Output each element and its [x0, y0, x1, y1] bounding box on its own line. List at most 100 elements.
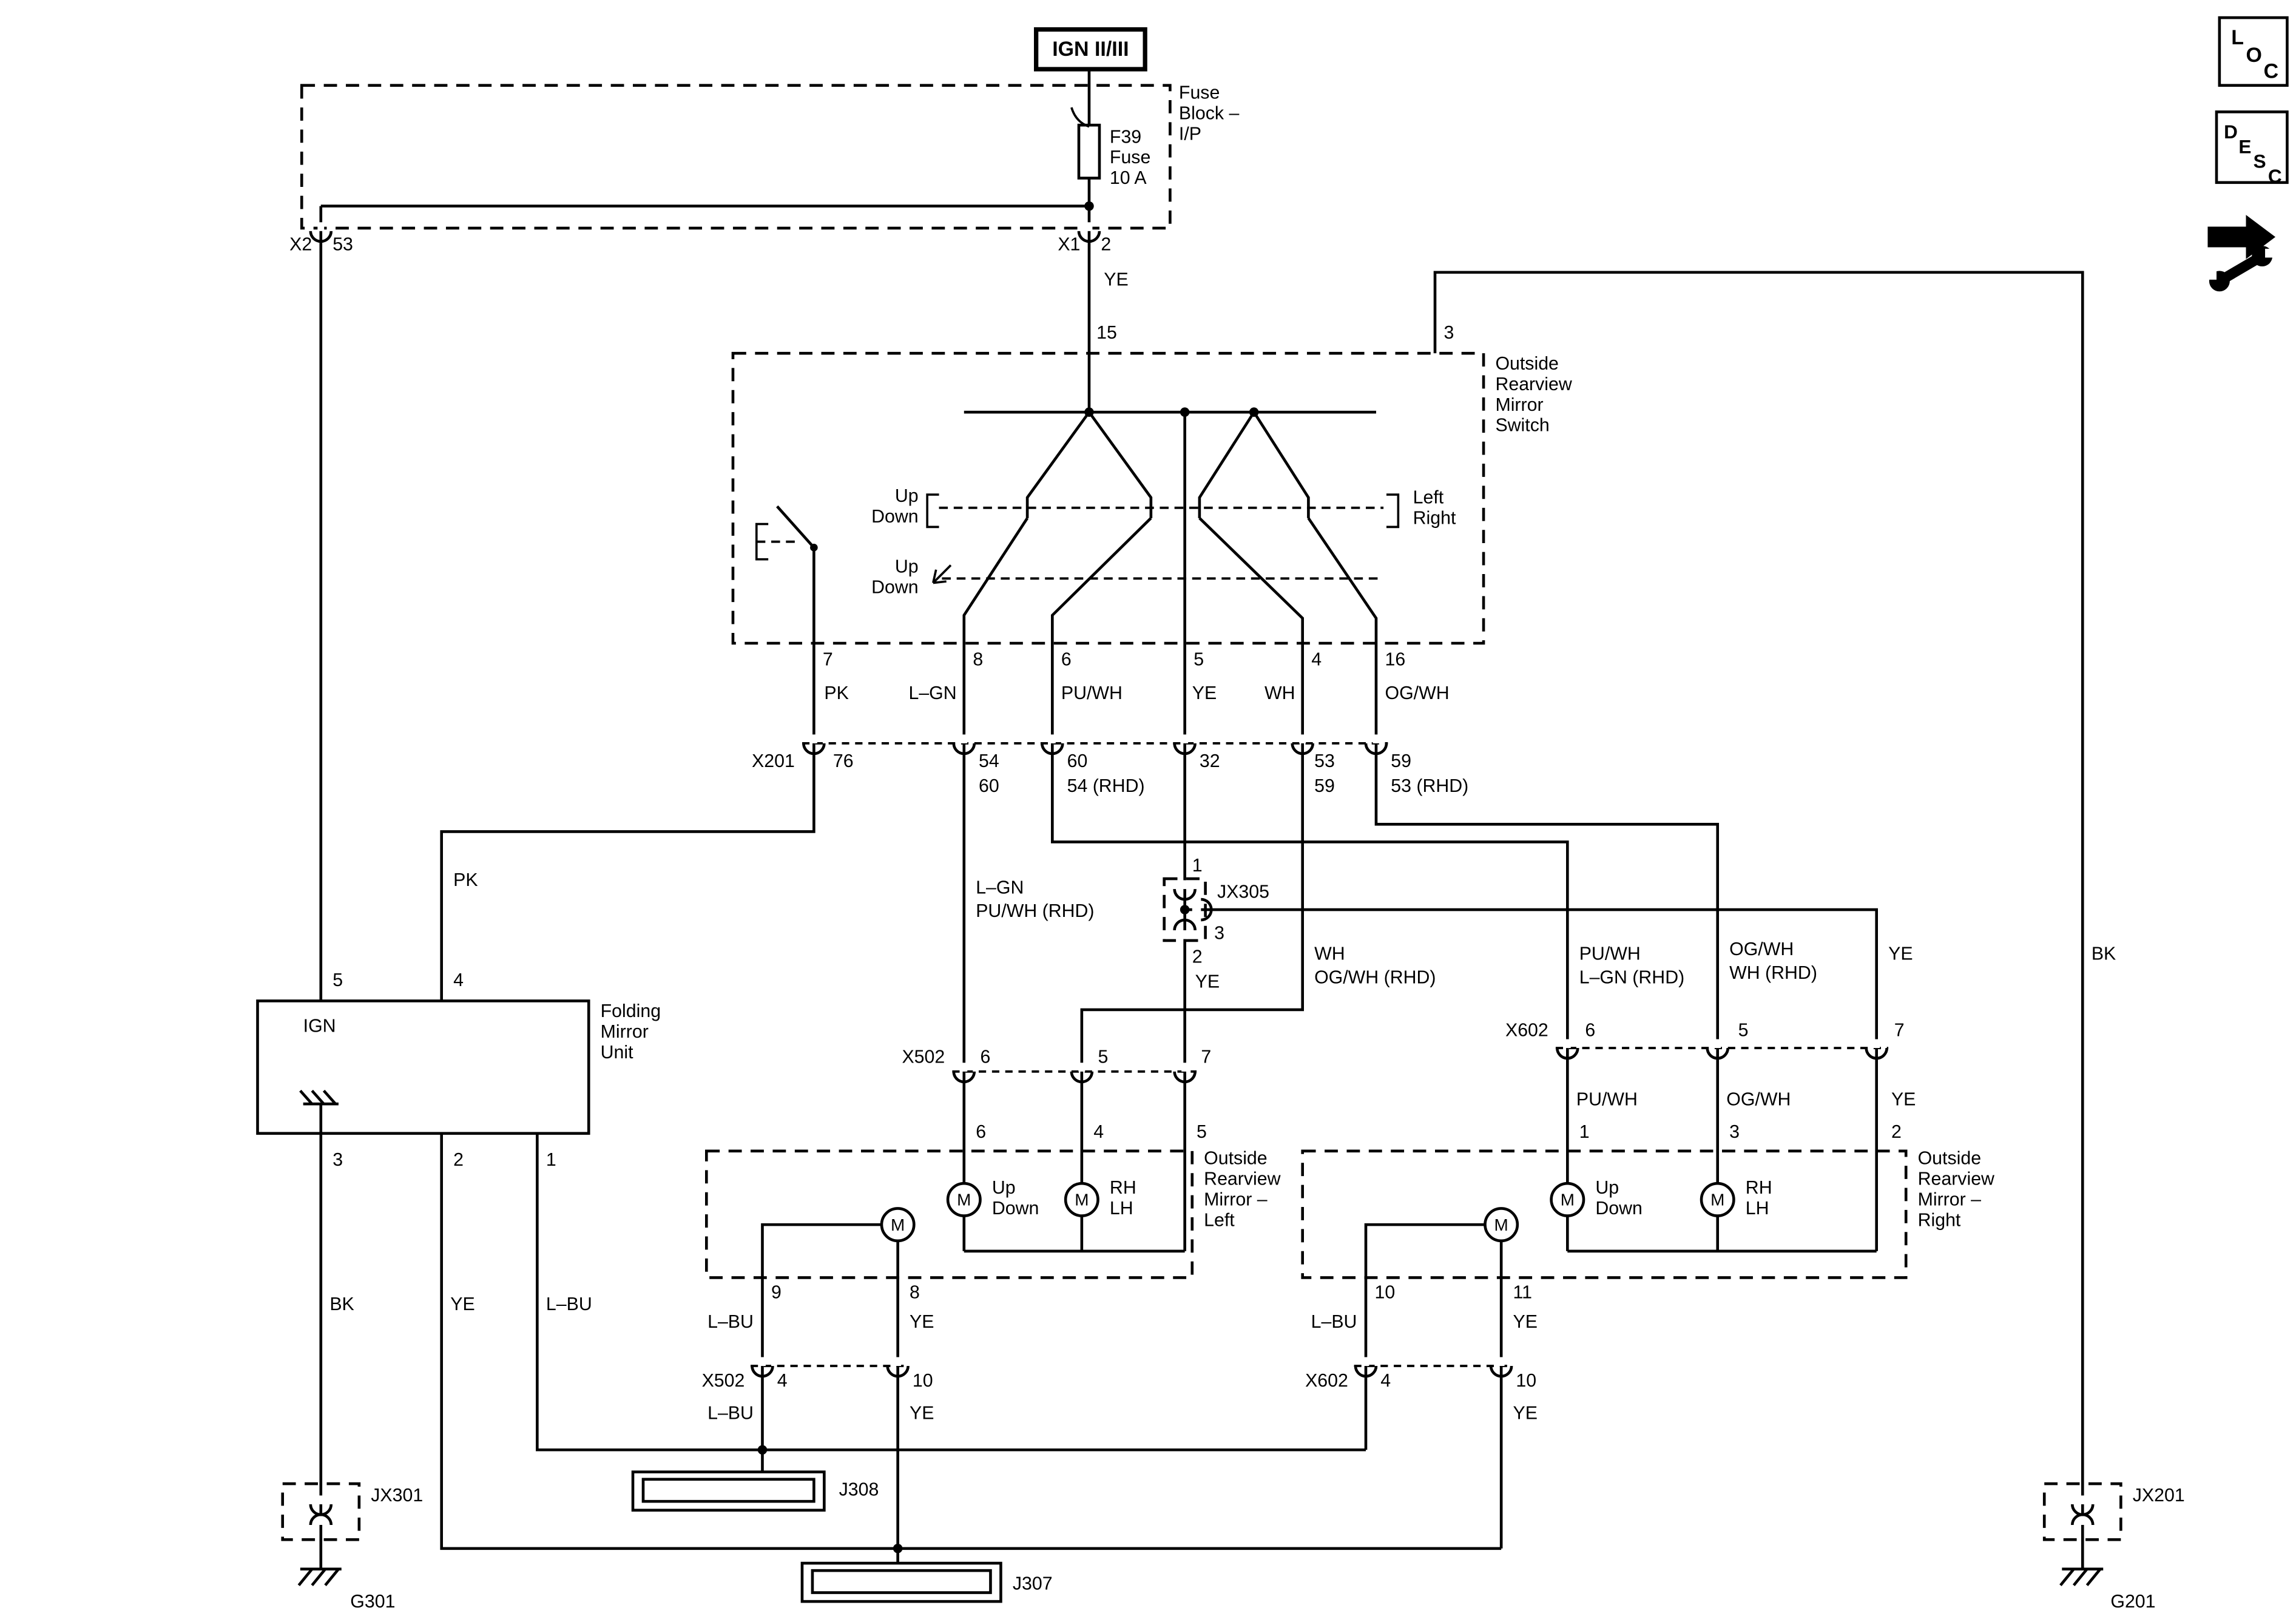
- motor-rhlh-label-2: LH: [1746, 1198, 1769, 1218]
- coupler2-up: Up: [895, 557, 919, 577]
- wire-color-lbu-ml2: L–BU: [707, 1403, 754, 1423]
- wire-color-pk: PK: [824, 683, 848, 703]
- wire-ye-branch-right: [1184, 908, 1878, 1049]
- connector-x502-symbol: [1070, 1071, 1094, 1084]
- mirror-left-title-4: Left: [1204, 1211, 1235, 1231]
- junction-dot: [1084, 201, 1094, 211]
- mirror-right-title-2: Rearview: [1918, 1169, 1994, 1189]
- jx305-pin2-symbol: [1173, 918, 1197, 931]
- connector-x1-label: X1: [1058, 234, 1080, 254]
- wire-color-lgn-2b: PU/WH (RHD): [976, 901, 1094, 921]
- coupler2-down: Down: [871, 578, 919, 598]
- mirror-right-pin-10: 10: [1375, 1282, 1396, 1302]
- switch-contact-arm: [1307, 517, 1378, 644]
- mirror-right-pin-1: 1: [1579, 1122, 1590, 1142]
- junction-jx301-label: JX301: [371, 1485, 423, 1506]
- connector-x2-pin: 53: [333, 234, 353, 254]
- jx305-pin1-symbol: [1173, 888, 1197, 901]
- motor-symbol: M: [1075, 1191, 1089, 1209]
- x602-pin-6: 6: [1585, 1021, 1595, 1041]
- switch-contact-leg: [1088, 411, 1153, 518]
- motor-rhlh-right: [1700, 1181, 1735, 1217]
- x201-pin-59: 59: [1391, 751, 1411, 771]
- loc-box[interactable]: [2218, 16, 2289, 87]
- junction-dot: [757, 1445, 768, 1455]
- wire-fmu-ye: [440, 1133, 1502, 1550]
- loc-letter: L: [2231, 26, 2244, 49]
- mirror-right-pin-2: 2: [1891, 1122, 1902, 1142]
- desc-letter: D: [2224, 121, 2238, 143]
- connector-x602b-symbol: [1489, 1365, 1513, 1378]
- connector-x502-label: X502: [902, 1047, 945, 1067]
- coupler-bracket: [926, 493, 939, 529]
- wire-bk-ground-branch: [1433, 271, 2084, 1569]
- wire-color-ogwh-2b: WH (RHD): [1729, 963, 1817, 983]
- wire-color-puwh-mr: PU/WH: [1576, 1090, 1638, 1110]
- fmu-pin-3: 3: [333, 1150, 343, 1170]
- splice-j308-box: [631, 1470, 826, 1512]
- switch-contact-leg: [1252, 411, 1310, 518]
- connector-x201-symbol: [952, 743, 976, 755]
- motor-symbol: M: [1561, 1191, 1575, 1209]
- wire-color-bk: BK: [329, 1294, 354, 1314]
- wire-color-puwh-2b: L–GN (RHD): [1579, 967, 1684, 987]
- connector-x502b-label: X502: [702, 1371, 745, 1391]
- wire-color-lbu-fmu: L–BU: [546, 1294, 592, 1314]
- nav-arrow-wrench-icon[interactable]: [2207, 215, 2276, 292]
- splice-j307-inner: [811, 1569, 992, 1594]
- wire-color-ye-mr2: YE: [1513, 1312, 1538, 1332]
- wire-ogwh: [1374, 643, 1720, 1049]
- mirror-right-pin-11: 11: [1513, 1282, 1532, 1302]
- connector-x602b-symbol: [1354, 1365, 1378, 1378]
- connector-x502-symbol: [952, 1071, 976, 1084]
- x201-pin-60b: 54 (RHD): [1067, 776, 1145, 796]
- x502-pin-6: 6: [980, 1047, 990, 1067]
- mirror-left-box: [705, 1149, 1194, 1279]
- x201-pin-76: 76: [833, 751, 854, 771]
- jx305-pin-3: 3: [1214, 924, 1224, 944]
- wire-color-puwh-2a: PU/WH: [1579, 944, 1641, 964]
- coupler1-right: Right: [1413, 509, 1456, 529]
- switch-contact-leg: [1025, 411, 1090, 518]
- connector-x201-symbol: [1364, 743, 1388, 755]
- ign-source-box: [1034, 27, 1147, 72]
- mirror-left-title-2: Rearview: [1204, 1169, 1280, 1189]
- motor-updown-label-1: Up: [992, 1178, 1016, 1198]
- desc-box[interactable]: [2215, 110, 2289, 184]
- motor-rhlh-label-1: RH: [1110, 1178, 1136, 1198]
- fuse-block-title-1: Fuse: [1179, 83, 1220, 103]
- coupler1-up: Up: [895, 486, 919, 506]
- wire-fmu-lbu: [536, 1133, 1366, 1452]
- jx305-label: JX305: [1217, 882, 1269, 902]
- wire-mr-fold-lbu: [1364, 1223, 1485, 1450]
- mirror-switch-box: [731, 351, 1485, 645]
- switch-title-3: Mirror: [1495, 395, 1543, 415]
- switch-pin-6: 6: [1061, 649, 1072, 669]
- connector-x1-symbol: [1077, 231, 1101, 243]
- x602-pin-7: 7: [1894, 1021, 1905, 1041]
- wire-color-lbu-mr: L–BU: [1311, 1312, 1357, 1332]
- wire-color-lgn-2a: L–GN: [976, 877, 1024, 897]
- motor-updown-left: [946, 1181, 982, 1217]
- mirror-right-box: [1301, 1149, 1908, 1279]
- coupler1-left: Left: [1413, 488, 1444, 508]
- connector-x602-label: X602: [1505, 1021, 1548, 1041]
- ground-g201-label: G201: [2110, 1592, 2155, 1612]
- wire-color-ye-ml2: YE: [910, 1403, 934, 1423]
- mirror-left-pin-5: 5: [1197, 1122, 1207, 1142]
- motor-updown-label-2: Down: [992, 1198, 1039, 1218]
- jx305-pin-1: 1: [1192, 856, 1203, 876]
- corner-legend: [2207, 16, 2289, 292]
- wire-color-bk-right: BK: [2092, 944, 2116, 964]
- x602b-pin-10: 10: [1516, 1371, 1536, 1391]
- jx305-pin3-symbol: [1201, 897, 1213, 922]
- folding-mirror-unit-box: [256, 999, 590, 1135]
- connector-x201-symbol: [802, 743, 826, 755]
- motor-fold-right: [1484, 1207, 1519, 1243]
- wire-color-ye-2: YE: [1195, 972, 1220, 992]
- fmu-pin-4: 4: [453, 970, 464, 990]
- x201-pin-59b: 53 (RHD): [1391, 776, 1468, 796]
- desc-letter: C: [2268, 165, 2282, 187]
- splice-j307-label: J307: [1013, 1574, 1053, 1594]
- wire-color-ye-mr: YE: [1891, 1090, 1916, 1110]
